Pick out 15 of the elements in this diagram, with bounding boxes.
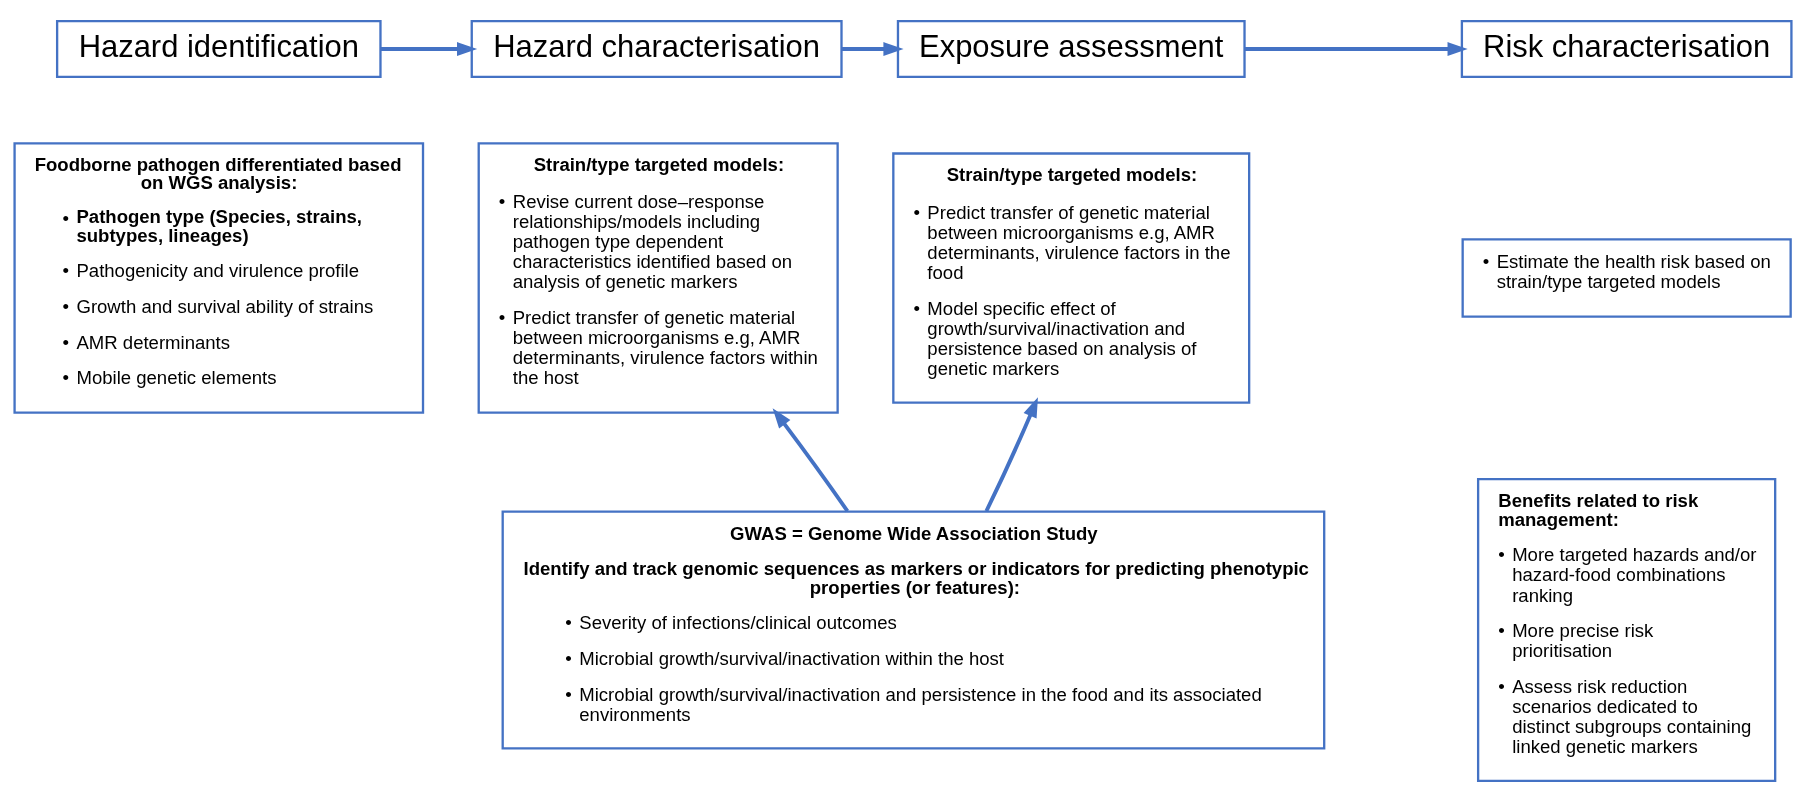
- node-box: Benefits related to risk management: • More targeted hazards and/or hazard-food combinations ranking • More precise risk prioritisation • Assess risk reduction scenarios dedicated to distinct subgroups containing linked genetic markers: [1476, 477, 1777, 782]
- arrow: [984, 396, 1038, 512]
- node-box: Hazard identification: [55, 19, 382, 78]
- node-box: Hazard characterisation: [470, 19, 843, 78]
- node-box: Exposure assessment: [896, 19, 1246, 78]
- arrow: [380, 41, 478, 56]
- arrow: [841, 41, 904, 56]
- node-box: • Estimate the health risk based on strain/type targeted models: [1461, 237, 1792, 318]
- node-box: Strain/type targeted models: • Predict transfer of genetic material between microorganisms e.g, AMR determinants, virulence factors in the food • Model specific effect of growth/survival/inactivation and persistence based on analysis of genetic markers: [892, 151, 1251, 404]
- arrow: [1244, 41, 1468, 56]
- node-box: GWAS = Genome Wide Association Study Identify and track genomic sequences as markers or indicators for predicting phenotypic properties (or features): • Severity of infections/clinical outcomes • Microbial growth/survival/inactivation within the host • Microbial growth/survival/inactivation and persistence in the food and its associated environments: [501, 509, 1326, 749]
- node-box: Risk characterisation: [1460, 19, 1793, 78]
- arrow: [772, 407, 850, 512]
- node-box: Foodborne pathogen differentiated based on WGS analysis: • Pathogen type (Species, strains, subtypes, lineages) • Pathogenicity and virulence profile • Growth and survival ability of strains • AMR determinants • Mobile genetic elements: [13, 141, 425, 414]
- node-box: Strain/type targeted models: • Revise current dose–response relationships/models including pathogen type dependent characteristics identified based on analysis of genetic markers • Predict transfer of genetic material between microorganisms e.g, AMR determinants, virulence factors within the host: [477, 141, 839, 414]
